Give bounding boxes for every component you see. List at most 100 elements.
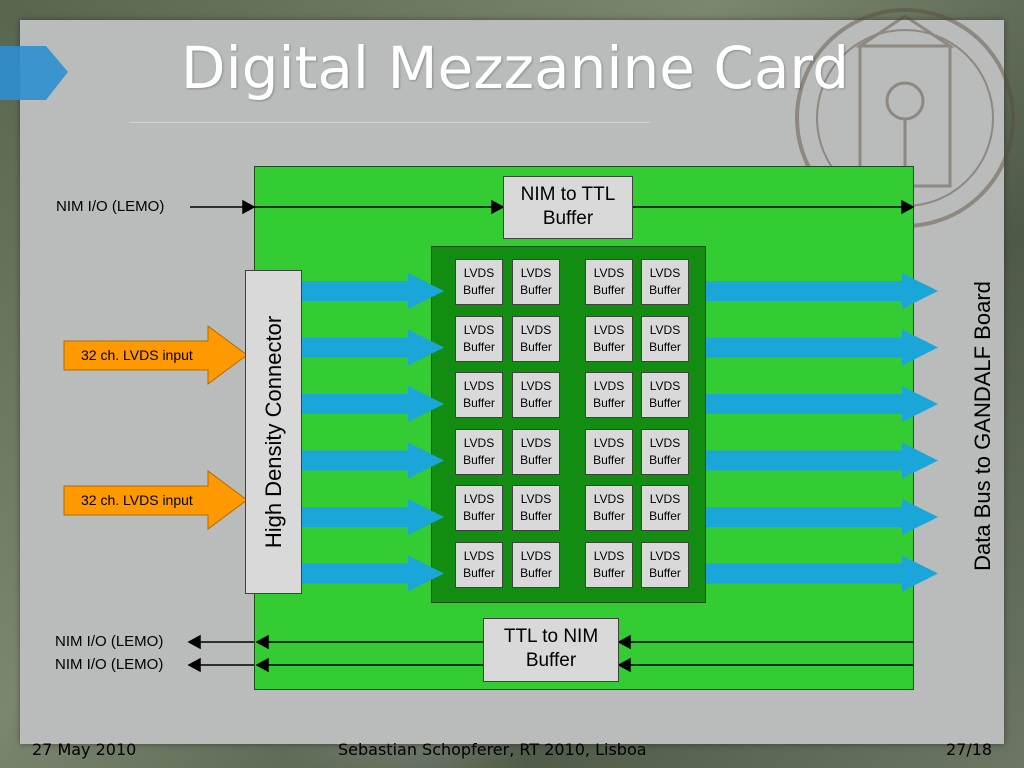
ttl-to-nim-buffer: TTL to NIM Buffer — [483, 618, 619, 682]
lvds-chip-line2: Buffer — [593, 339, 625, 354]
lvds-chip-line1: LVDS — [520, 548, 552, 563]
slide-tab-marker — [0, 46, 68, 100]
lvds-buffer-chip: LVDS Buffer — [585, 485, 633, 531]
lvds-chip-line2: Buffer — [463, 452, 495, 467]
lvds-chip-line1: LVDS — [593, 379, 625, 393]
black-signal-arrow-icon — [255, 634, 269, 650]
connector-label: High Density Connector — [261, 315, 286, 549]
blue-bus-arrow-icon — [706, 386, 938, 422]
title-divider — [130, 122, 650, 123]
blue-bus-arrow-icon — [302, 386, 444, 422]
lvds-chip-line1: LVDS — [463, 266, 495, 280]
lvds-chip-line1: LVDS — [520, 322, 552, 337]
footer-date: 27 May 2010 — [32, 740, 137, 759]
lvds-chip-line1: LVDS — [463, 322, 495, 337]
data-bus-label: Data Bus to GANDALF Board — [970, 281, 995, 571]
lvds-chip-line2: Buffer — [520, 565, 552, 580]
lvds-chip-line2: Buffer — [520, 509, 552, 523]
lvds-chip-line1: LVDS — [593, 548, 625, 563]
lvds-chip-line1: LVDS — [463, 379, 495, 393]
lvds-buffer-chip: LVDS Buffer — [641, 485, 689, 531]
blue-bus-arrow-icon — [706, 499, 938, 535]
footer-presenter: Sebastian Schopferer, RT 2010, Lisboa — [338, 740, 647, 759]
lvds-chip-line2: Buffer — [649, 339, 681, 354]
blue-bus-arrow-icon — [302, 329, 444, 366]
black-signal-arrow-icon — [255, 657, 269, 673]
lvds-chip-line1: LVDS — [463, 492, 495, 506]
blue-bus-arrow-icon — [706, 329, 938, 366]
lvds-chip-line1: LVDS — [520, 492, 552, 506]
lvds-input-label: 32 ch. LVDS input — [81, 492, 193, 508]
orange-input-arrow-icon — [63, 325, 248, 385]
lvds-chip-line1: LVDS — [649, 548, 681, 563]
black-signal-arrow-icon — [617, 634, 631, 650]
blue-bus-arrow-icon — [302, 273, 444, 309]
high-density-connector — [245, 270, 302, 594]
lvds-chip-line1: LVDS — [649, 322, 681, 337]
lvds-chip-line1: LVDS — [649, 379, 681, 393]
lvds-chip-line2: Buffer — [649, 283, 681, 297]
lvds-chip-line1: LVDS — [520, 435, 552, 450]
lvds-buffer-chip: LVDS Buffer — [455, 485, 503, 531]
lvds-chip-line2: Buffer — [649, 509, 681, 523]
nim-to-ttl-buffer: NIM to TTL Buffer — [503, 176, 633, 239]
lvds-chip-line2: Buffer — [649, 396, 681, 410]
lvds-chip-line1: LVDS — [649, 492, 681, 506]
lvds-buffer-chip: LVDS Buffer — [455, 259, 503, 305]
lvds-chip-line2: Buffer — [520, 339, 552, 354]
blue-bus-arrow-icon — [302, 442, 444, 479]
nim-io-output-label: NIM I/O (LEMO) — [55, 633, 164, 650]
lvds-chip-line2: Buffer — [463, 396, 495, 410]
black-signal-arrow-icon — [491, 199, 505, 215]
lvds-chip-line2: Buffer — [593, 509, 625, 523]
nim-to-ttl-line1: NIM to TTL — [520, 184, 616, 205]
lvds-input-label: 32 ch. LVDS input — [81, 347, 193, 363]
lvds-chip-line2: Buffer — [520, 452, 552, 467]
lvds-chip-line2: Buffer — [463, 283, 495, 297]
nim-to-ttl-line2: Buffer — [542, 208, 594, 229]
black-signal-arrow-icon — [901, 199, 915, 215]
lvds-chip-line2: Buffer — [649, 565, 681, 580]
lvds-chip-line1: LVDS — [463, 435, 495, 450]
lvds-chip-line2: Buffer — [649, 452, 681, 467]
lvds-chip-line1: LVDS — [463, 548, 495, 563]
lvds-chip-line2: Buffer — [463, 509, 495, 523]
blue-bus-arrow-icon — [706, 555, 938, 592]
lvds-chip-line1: LVDS — [593, 266, 625, 280]
blue-bus-arrow-icon — [706, 442, 938, 479]
lvds-chip-line2: Buffer — [520, 283, 552, 297]
lvds-chip-line2: Buffer — [593, 452, 625, 467]
lvds-chip-line1: LVDS — [593, 492, 625, 506]
lvds-chip-line1: LVDS — [520, 266, 552, 280]
lvds-buffer-chip: LVDS Buffer — [512, 485, 560, 531]
lvds-buffer-chip: LVDS Buffer — [512, 315, 560, 362]
lvds-buffer-chip: LVDS Buffer — [455, 372, 503, 418]
lvds-chip-line1: LVDS — [649, 266, 681, 280]
lvds-buffer-chip: LVDS Buffer — [641, 259, 689, 305]
lvds-buffer-chip: LVDS Buffer — [512, 541, 560, 588]
lvds-chip-line2: Buffer — [593, 283, 625, 297]
nim-io-input-label: NIM I/O (LEMO) — [56, 198, 165, 215]
black-signal-arrow-icon — [187, 634, 201, 650]
blue-bus-arrow-icon — [302, 499, 444, 535]
lvds-buffer-chip: LVDS Buffer — [641, 315, 689, 362]
lvds-buffer-chip: LVDS Buffer — [641, 372, 689, 418]
lvds-buffer-chip: LVDS Buffer — [512, 428, 560, 475]
lvds-buffer-chip: LVDS Buffer — [585, 259, 633, 305]
black-signal-arrow-icon — [617, 657, 631, 673]
lvds-buffer-chip: LVDS Buffer — [641, 541, 689, 588]
lvds-input-arrows — [63, 325, 248, 530]
ttl-to-nim-line2: Buffer — [525, 650, 577, 671]
orange-input-arrow-icon — [63, 470, 248, 530]
blue-bus-arrow-icon — [302, 555, 444, 592]
footer-page-number: 27/18 — [946, 740, 993, 759]
